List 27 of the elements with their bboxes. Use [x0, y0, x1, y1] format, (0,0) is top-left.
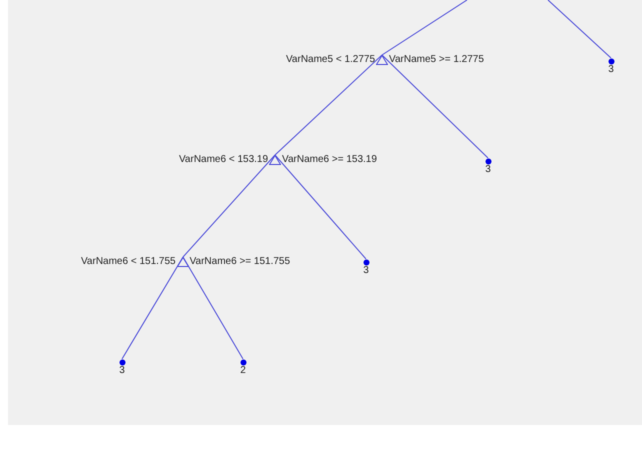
tree-branch-line [182, 154, 276, 258]
tree-branch-line [548, 0, 612, 58]
tree-branch-line [122, 256, 184, 360]
class-label: 3 [485, 164, 491, 174]
leaf-node [240, 358, 246, 376]
leaf-node [362, 258, 370, 276]
split-node [286, 54, 484, 66]
condition-label: VarName6 < 151.755 [81, 256, 176, 268]
tree-branch-line [182, 256, 244, 360]
split-node [81, 256, 290, 268]
condition-label: VarName6 >= 153.19 [282, 154, 377, 166]
condition-label: VarName5 < 1.2775 [286, 54, 376, 66]
class-label: 3 [608, 64, 614, 74]
split-node [179, 154, 377, 166]
class-label: 2 [240, 366, 246, 376]
tree-branch-line [382, 54, 488, 158]
condition-label: VarName5 >= 1.2775 [389, 54, 484, 66]
class-label: 3 [119, 366, 125, 376]
condition-label: VarName6 >= 151.755 [190, 256, 290, 268]
tree-branch-line [274, 154, 366, 260]
leaf-node [484, 158, 492, 174]
condition-label: VarName6 < 153.19 [179, 154, 268, 166]
leaf-node [608, 58, 614, 74]
class-label: 3 [363, 266, 369, 276]
tree-branch-line [274, 54, 382, 156]
leaf-node [118, 358, 126, 376]
tree-branch-line [382, 0, 468, 56]
